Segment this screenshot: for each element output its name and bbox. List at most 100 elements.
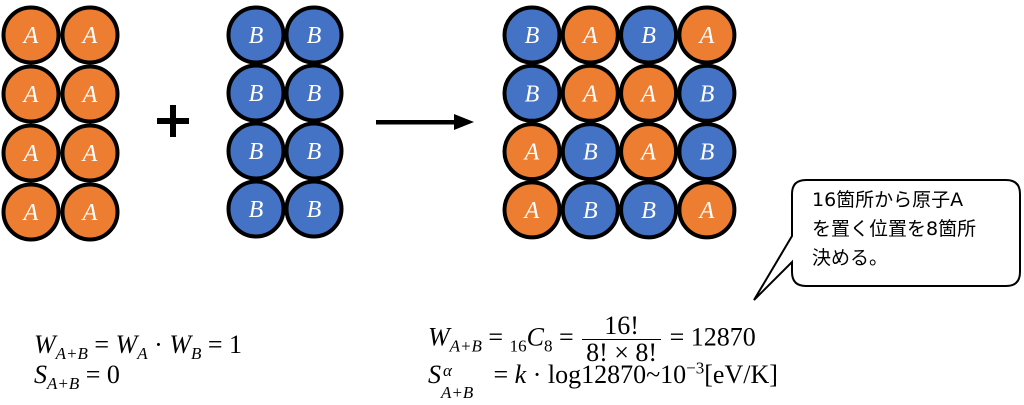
atom-circle — [619, 5, 679, 65]
subscript-ab: A+B — [449, 336, 482, 356]
atom-label: B — [525, 23, 540, 49]
symbol-c: C — [526, 322, 544, 352]
atom-label: A — [639, 81, 656, 107]
atom-label: B — [583, 140, 598, 166]
callout-text: 16箇所から原子A を置く位置を8箇所 決める。 — [812, 186, 1017, 273]
atom-circle — [502, 122, 562, 182]
atom-a: A — [560, 5, 620, 65]
plus-icon — [157, 105, 189, 137]
atom-a: A — [619, 122, 679, 182]
atom-label: B — [249, 23, 264, 49]
atom-circle — [226, 5, 286, 65]
atom-circle — [1, 123, 61, 183]
atom-a: A — [60, 123, 120, 183]
prescript-16: 16 — [509, 336, 527, 356]
atom-circle — [677, 122, 737, 182]
superscript-alpha: α — [443, 361, 452, 380]
atom-circle — [226, 121, 286, 181]
atom-label: A — [81, 23, 98, 49]
atom-label: A — [81, 82, 98, 108]
dot-operator: · — [147, 330, 170, 359]
result-value: = 12870 — [663, 322, 756, 352]
atom-a: A — [619, 63, 679, 123]
atom-b: B — [677, 63, 737, 123]
subscript-8: 8 — [543, 336, 553, 356]
unit: [eV/K] — [704, 360, 778, 389]
atom-circle — [619, 63, 679, 123]
equals: = — [487, 360, 515, 389]
atom-label: B — [525, 81, 540, 107]
symbol-s: S — [34, 360, 47, 389]
atom-circle — [677, 63, 737, 123]
atom-label: A — [81, 141, 98, 167]
atom-label: B — [641, 198, 656, 224]
atom-a: A — [1, 123, 61, 183]
right-arrow-icon — [376, 114, 474, 130]
atom-label: B — [249, 197, 264, 223]
result-value: = 0 — [79, 360, 120, 389]
atom-b: B — [284, 5, 344, 65]
atom-b: B — [502, 63, 562, 123]
atom-label: A — [523, 198, 540, 224]
symbol-w: W — [169, 330, 191, 359]
atom-b: B — [284, 63, 344, 123]
atom-label: A — [22, 141, 39, 167]
atom-a: A — [502, 122, 562, 182]
atom-circle — [1, 64, 61, 124]
atom-b: B — [226, 63, 286, 123]
atom-label: A — [81, 200, 98, 226]
callout-line: 16箇所から原子A — [812, 189, 964, 211]
atom-circle — [284, 5, 344, 65]
atom-label: B — [307, 81, 322, 107]
atom-circle — [284, 63, 344, 123]
atom-label: A — [22, 200, 39, 226]
atom-circle — [619, 180, 679, 240]
atom-label: A — [698, 23, 715, 49]
subscript-ab: A+B — [47, 374, 80, 394]
symbol-k: k — [514, 360, 527, 389]
atom-circle — [677, 5, 737, 65]
atom-b: B — [226, 5, 286, 65]
atom-b: B — [677, 122, 737, 182]
atom-label: B — [249, 139, 264, 165]
symbol-w: W — [428, 322, 450, 352]
subscript-ab: A+B — [55, 344, 88, 364]
subscript-b: B — [191, 344, 202, 364]
atom-circle — [560, 5, 620, 65]
atom-label: B — [307, 23, 322, 49]
atom-circle — [284, 179, 344, 239]
atom-circle — [60, 5, 120, 65]
atom-circle — [284, 121, 344, 181]
atom-label: B — [700, 140, 715, 166]
atom-b: B — [284, 121, 344, 181]
atom-label: A — [698, 198, 715, 224]
atom-a: A — [60, 5, 120, 65]
atom-circle — [226, 179, 286, 239]
atom-a: A — [1, 64, 61, 124]
atom-label: B — [641, 23, 656, 49]
atom-label: A — [523, 140, 540, 166]
atom-label: A — [581, 81, 598, 107]
subscript-ab: A+B — [441, 383, 474, 402]
callout-line: 決める。 — [812, 247, 889, 269]
symbol-w: W — [115, 330, 138, 359]
atom-a: A — [60, 182, 120, 242]
atom-a: A — [677, 5, 737, 65]
atom-label: B — [583, 198, 598, 224]
atom-a: A — [677, 180, 737, 240]
atom-circle — [560, 63, 620, 123]
atom-b: B — [560, 180, 620, 240]
callout-line: を置く位置を8箇所 — [812, 218, 977, 240]
atom-label: A — [581, 23, 598, 49]
atom-circle — [60, 64, 120, 124]
atom-a: A — [60, 64, 120, 124]
symbol-w: W — [34, 330, 56, 359]
subscript-a: A — [137, 344, 148, 364]
atom-b: B — [226, 179, 286, 239]
atom-a: A — [1, 5, 61, 65]
exponent: −3 — [686, 358, 705, 378]
atom-circle — [502, 5, 562, 65]
atom-label: B — [307, 139, 322, 165]
